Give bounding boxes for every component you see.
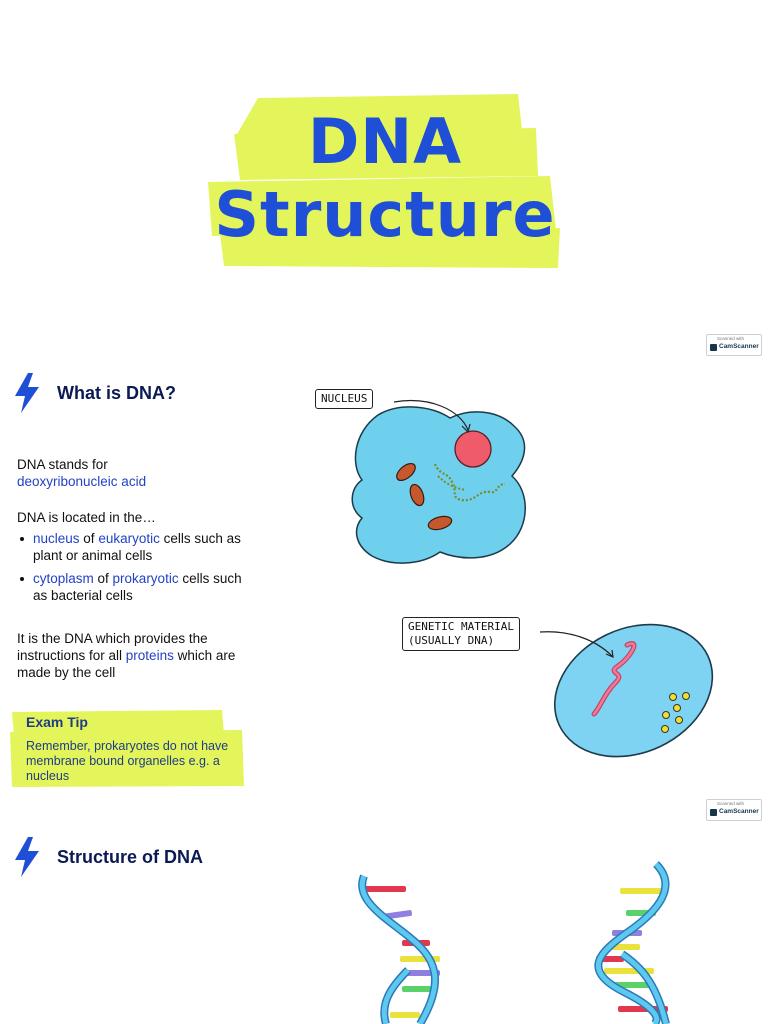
lightning-bolt-icon xyxy=(15,837,39,877)
dna-location-list: nucleus of eukaryotic cells such as plan… xyxy=(17,530,257,604)
dna-definition: DNA stands for deoxyribonucleic acid xyxy=(17,456,146,490)
dna-location: DNA is located in the… nucleus of eukary… xyxy=(17,509,257,610)
title-highlight xyxy=(208,94,560,268)
eukaryotic-term: eukaryotic xyxy=(98,531,160,546)
prokaryotic-term: prokaryotic xyxy=(112,571,179,586)
genetic-material-label-line1: GENETIC MATERIAL xyxy=(408,620,514,633)
list-item: nucleus of eukaryotic cells such as plan… xyxy=(17,530,257,564)
cytoplasm-term: cytoplasm xyxy=(33,571,94,586)
eukaryotic-cell-diagram xyxy=(351,400,526,564)
prokaryotic-cell-diagram xyxy=(539,623,714,758)
dna-double-helix-illustration xyxy=(594,861,670,1024)
lightning-bolt-icon xyxy=(15,373,39,413)
nucleus-label: NUCLEUS xyxy=(315,389,374,409)
camscanner-name: CamScanner xyxy=(719,343,759,350)
genetic-material-label-line2: (USUALLY DNA) xyxy=(408,634,495,647)
camscanner-badge: Scanned with CamScanner xyxy=(706,334,762,356)
dna-proteins-text: It is the DNA which provides the instruc… xyxy=(17,631,236,680)
dna-stands-for-text: DNA stands for xyxy=(17,457,108,472)
structure-of-dna-heading: Structure of DNA xyxy=(57,847,204,867)
deoxyribonucleic-acid-term: deoxyribonucleic acid xyxy=(17,474,147,489)
what-is-dna-heading: What is DNA? xyxy=(57,383,176,403)
nucleus-term: nucleus xyxy=(33,531,80,546)
camscanner-top-text: Scanned with xyxy=(717,336,745,341)
list-item: cytoplasm of prokaryotic cells such as b… xyxy=(17,570,257,604)
dna-double-helix-illustration xyxy=(358,874,440,1024)
camscanner-top-text: Scanned with xyxy=(717,801,745,806)
exam-tip-title: Exam Tip xyxy=(26,714,88,730)
title-line-1: DNA xyxy=(307,105,463,178)
exam-tip-text: Remember, prokaryotes do not have membra… xyxy=(26,739,229,783)
camscanner-name: CamScanner xyxy=(719,808,759,815)
exam-tip-box: Exam Tip Remember, prokaryotes do not ha… xyxy=(8,710,246,788)
page-title: DNA Structure xyxy=(200,90,570,275)
dna-location-intro: DNA is located in the… xyxy=(17,510,156,525)
title-line-2: Structure xyxy=(214,178,556,251)
proteins-term: proteins xyxy=(125,648,174,663)
camscanner-logo-icon xyxy=(710,809,717,816)
camscanner-logo-icon xyxy=(710,344,717,351)
camscanner-badge: Scanned with CamScanner xyxy=(706,799,762,821)
genetic-material-label: GENETIC MATERIAL (USUALLY DNA) xyxy=(402,617,520,651)
